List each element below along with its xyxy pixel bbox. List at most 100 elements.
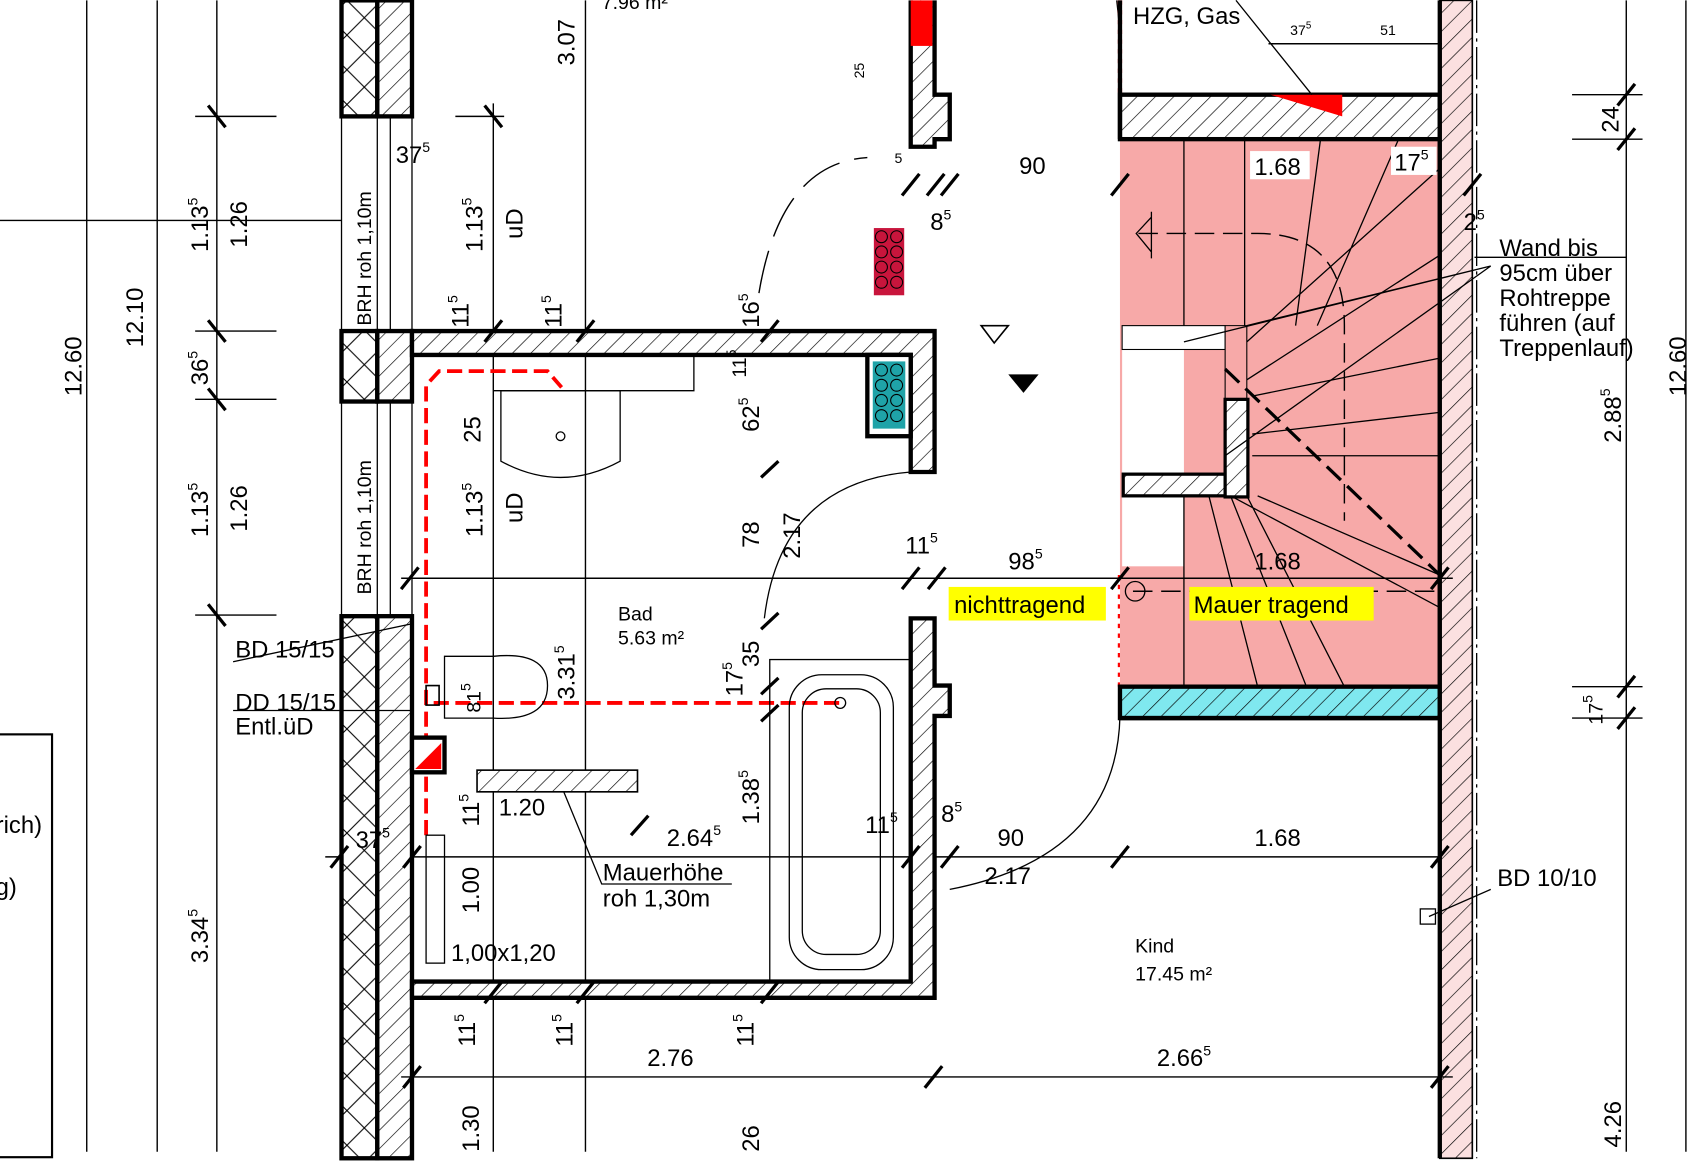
legend-text-1: rich) bbox=[0, 812, 42, 839]
dim-26: 26 bbox=[738, 1125, 765, 1152]
note-wand-2: 95cm über bbox=[1499, 260, 1612, 287]
dim-1-68-bottom: 1.68 bbox=[1254, 825, 1300, 852]
dim-8-5-bottom: 85 bbox=[941, 798, 962, 828]
dim-11-5-c: 115 bbox=[723, 349, 751, 377]
dim-1-68-top: 1.68 bbox=[1254, 154, 1300, 181]
note-wand-1: Wand bis bbox=[1499, 235, 1598, 262]
dim-1-13-5-a: 1.135 bbox=[184, 197, 214, 251]
room-name-kind: Kind bbox=[1135, 935, 1174, 957]
bathroom-walls bbox=[409, 0, 952, 1000]
dim-1-13-5-b: 1.135 bbox=[184, 483, 214, 537]
right-exterior-wall bbox=[1438, 0, 1474, 1160]
dim-81-5: 815 bbox=[458, 683, 486, 713]
dim-12-60-right: 12.60 bbox=[1665, 336, 1692, 396]
label-tragend-bg bbox=[1189, 586, 1374, 621]
label-ud-1: uD bbox=[502, 208, 529, 238]
dim-25-top: 25 bbox=[851, 63, 867, 79]
dim-1-20: 1.20 bbox=[499, 795, 545, 822]
window-note-brh-1: BRH roh 1,10m bbox=[354, 191, 376, 325]
dim-11-5-e: 115 bbox=[455, 794, 485, 827]
note-bd-10: BD 10/10 bbox=[1497, 865, 1596, 892]
pipe-route-red bbox=[424, 369, 841, 836]
dim-37-5-bottom: 375 bbox=[356, 824, 391, 854]
dim-12-10: 12.10 bbox=[122, 288, 149, 348]
dim-35: 35 bbox=[738, 641, 765, 668]
level-marker-filled bbox=[1008, 374, 1039, 393]
dim-4-26: 4.26 bbox=[1600, 1101, 1627, 1147]
left-exterior-wall bbox=[339, 0, 415, 1161]
note-wand-4: führen (auf bbox=[1499, 310, 1615, 337]
dim-17-5-top: 175 bbox=[1394, 147, 1429, 177]
label-ud-2: uD bbox=[502, 492, 529, 522]
room-area-top: 7.96 m² bbox=[602, 0, 669, 14]
note-shower-size: 1,00x1,20 bbox=[451, 940, 556, 967]
dim-2-66-5: 2.665 bbox=[1157, 1042, 1211, 1072]
dim-11-5-d: 115 bbox=[905, 529, 938, 559]
dim-11-5-i: 115 bbox=[730, 1014, 760, 1047]
dim-2-76: 2.76 bbox=[647, 1045, 693, 1072]
room-area-kind: 17.45 m² bbox=[1135, 963, 1212, 985]
dim-2-64-5: 2.645 bbox=[667, 822, 721, 852]
dim-1-13-5-d: 1.135 bbox=[459, 483, 489, 537]
dim-1-68-mid: 1.68 bbox=[1254, 549, 1300, 576]
bathtub bbox=[769, 658, 912, 983]
dim-51: 51 bbox=[1380, 22, 1396, 38]
shower-drain bbox=[425, 834, 446, 964]
room-name-bad: Bad bbox=[618, 604, 653, 626]
toilet bbox=[443, 654, 549, 720]
dim-62-5: 625 bbox=[735, 397, 765, 432]
label-nichttragend-bg bbox=[948, 586, 1106, 621]
dim-11-5-a: 115 bbox=[445, 295, 475, 328]
dim-17-5-right: 175 bbox=[1580, 695, 1608, 725]
dim-11-5-g: 115 bbox=[451, 1014, 481, 1047]
label-nichttragend: nichttragend bbox=[954, 592, 1085, 619]
dim-25-bad: 25 bbox=[459, 416, 486, 443]
dim-90-top: 90 bbox=[1019, 153, 1046, 180]
note-bd-15: BD 15/15 bbox=[235, 636, 334, 663]
dim-11-5-f: 115 bbox=[865, 809, 898, 839]
dim-3-34-5: 3.345 bbox=[184, 909, 214, 963]
note-entl: Entl.üD bbox=[235, 713, 313, 740]
note-dd-15: DD 15/15 bbox=[235, 690, 336, 717]
dim-3-31-5: 3.315 bbox=[551, 645, 581, 699]
legend-text-2: g) bbox=[0, 874, 17, 901]
dim-12-60-left: 12.60 bbox=[60, 336, 87, 396]
duct-bd bbox=[425, 684, 440, 706]
dim-11-5-b: 115 bbox=[538, 295, 568, 328]
dim-2-88-5: 2.885 bbox=[1597, 388, 1627, 442]
dim-36-5: 365 bbox=[184, 351, 214, 386]
door-swing-bad bbox=[763, 471, 911, 619]
left-dimension-lines bbox=[0, 0, 1453, 1152]
dim-90-bottom: 90 bbox=[997, 825, 1024, 852]
pipe-bundle-teal bbox=[872, 361, 906, 429]
label-mauer-tragend: Mauer tragend bbox=[1194, 592, 1349, 619]
dim-17-5-bad: 175 bbox=[719, 662, 749, 697]
dim-3-07: 3.07 bbox=[554, 19, 581, 65]
note-mauerhoehe-2: roh 1,30m bbox=[603, 886, 710, 913]
level-marker-open bbox=[979, 324, 1010, 345]
washbasin bbox=[493, 354, 695, 479]
note-wand-5: Treppenlauf) bbox=[1499, 335, 1633, 362]
room-area-bad: 5.63 m² bbox=[618, 627, 685, 649]
door-swing-top bbox=[758, 156, 868, 294]
window-note-brh-2: BRH roh 1,10m bbox=[354, 460, 376, 594]
dim-78: 78 bbox=[738, 521, 765, 548]
dim-24: 24 bbox=[1598, 106, 1625, 133]
dim-1-26-b: 1.26 bbox=[226, 485, 253, 531]
dim-1-13-5-c: 1.135 bbox=[459, 197, 489, 251]
dim-5: 5 bbox=[894, 150, 902, 166]
dim-16-5: 165 bbox=[735, 293, 765, 328]
pipe-bundle-red bbox=[873, 228, 905, 296]
note-mauerhoehe-1: Mauerhöhe bbox=[603, 860, 724, 887]
staircase bbox=[1117, 92, 1442, 721]
dim-1-26-a: 1.26 bbox=[226, 201, 253, 247]
dim-1-38-5: 1.385 bbox=[735, 770, 765, 824]
dim-2-17-door: 2.17 bbox=[984, 863, 1030, 890]
dim-2-5: 25 bbox=[1464, 206, 1485, 236]
dimension-ticks bbox=[329, 82, 1637, 1089]
note-hzg-gas: HZG, Gas bbox=[1133, 3, 1240, 30]
dim-37-5-hzg: 375 bbox=[1290, 21, 1312, 39]
dim-11-5-h: 115 bbox=[549, 1014, 579, 1047]
dim-2-17-vertical: 2.17 bbox=[779, 512, 806, 558]
